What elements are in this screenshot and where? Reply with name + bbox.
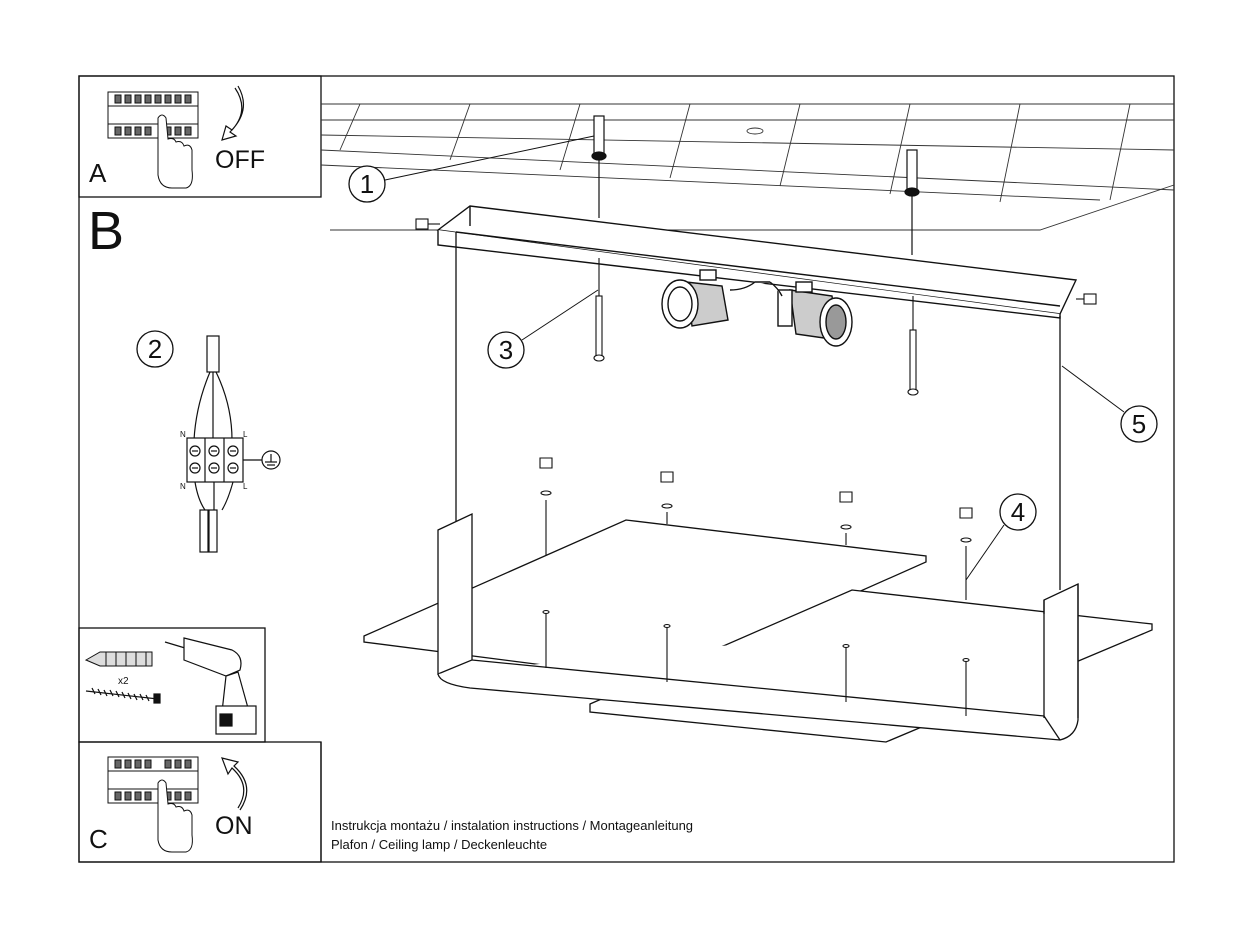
footer-title: Instrukcja montażu / instalation instruc… xyxy=(331,818,694,833)
callout-5: 5 xyxy=(1131,409,1147,439)
cable-sheath xyxy=(206,335,220,373)
lamp-panel xyxy=(363,512,1153,743)
panel-a-letter: A xyxy=(89,158,107,188)
callout-5-circle xyxy=(1120,405,1158,443)
callout-1: 1 xyxy=(359,169,375,199)
panel-nut-icon xyxy=(539,457,973,716)
screw-icon xyxy=(85,687,161,704)
ceiling-anchor-icon xyxy=(904,149,920,255)
callout-1-circle xyxy=(348,165,386,203)
ceiling-anchor-icon xyxy=(591,115,607,218)
drill-icon xyxy=(164,637,257,735)
footer-subtitle: Plafon / Ceiling lamp / Deckenleuchte xyxy=(331,837,548,852)
mounting-rail xyxy=(436,205,1078,319)
callout-2: 2 xyxy=(147,334,163,364)
leader-4 xyxy=(965,524,1005,581)
wire-label-l-bottom: L xyxy=(243,482,248,491)
wall-plug-icon xyxy=(84,651,153,667)
housing-side xyxy=(455,232,1061,590)
lamp-socket-right-icon xyxy=(769,281,853,347)
arrow-down-icon xyxy=(221,85,245,141)
lamp-socket-left-icon xyxy=(661,269,770,329)
leader-5 xyxy=(1061,365,1125,413)
screw-3-icon xyxy=(593,258,919,396)
terminal-block xyxy=(186,437,244,483)
wire-label-n-top: N xyxy=(180,430,186,439)
arrow-up-icon xyxy=(221,757,248,811)
on-label: ON xyxy=(215,812,253,840)
callout-3: 3 xyxy=(498,335,514,365)
callout-3-circle xyxy=(487,331,525,369)
panel-c-letter: C xyxy=(89,824,108,854)
breaker-off-icon xyxy=(107,91,199,189)
panel-a-box xyxy=(78,75,322,198)
side-screw-icon xyxy=(415,218,1097,305)
wiring-diagram xyxy=(186,335,281,553)
callout-2-circle xyxy=(136,330,174,368)
callout-4: 4 xyxy=(1010,497,1026,527)
panel-b-letter: B xyxy=(88,201,125,261)
off-label: OFF xyxy=(215,146,265,174)
leader-1 xyxy=(384,135,595,181)
quantity-label: x2 xyxy=(118,676,129,687)
ground-icon xyxy=(261,450,281,470)
breaker-on-icon xyxy=(107,756,199,853)
leader-3 xyxy=(521,289,599,341)
outer-frame xyxy=(78,75,1175,863)
wire-label-n-bottom: N xyxy=(180,482,186,491)
wire-label-l-top: L xyxy=(243,430,248,439)
callout-4-circle xyxy=(999,493,1037,531)
